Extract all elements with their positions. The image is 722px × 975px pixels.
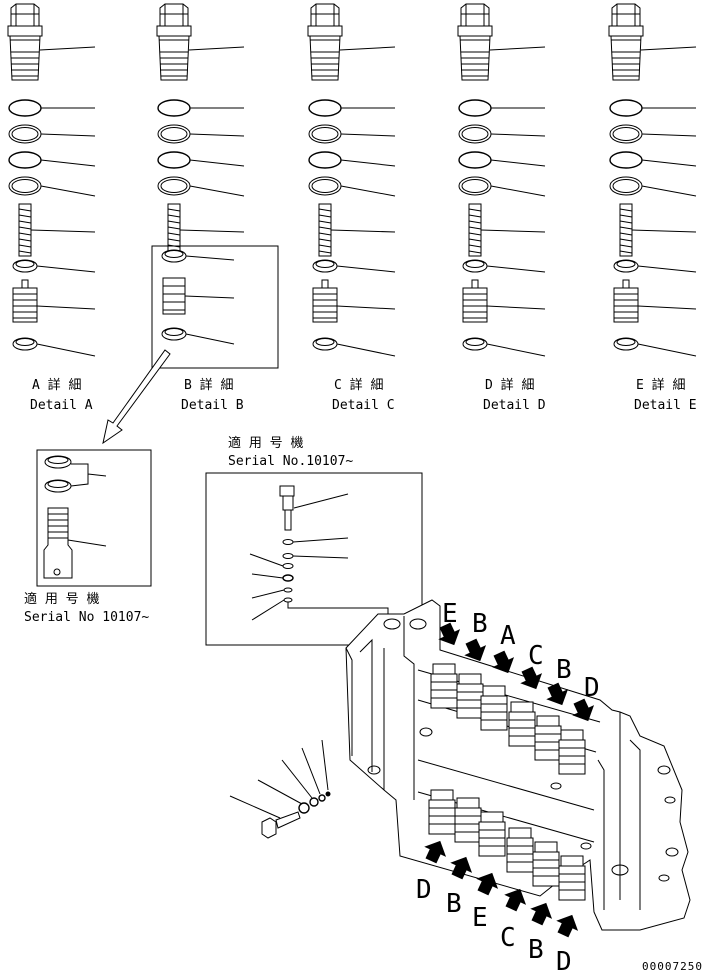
bottom-letter-3: E — [472, 903, 488, 933]
top-letter-4: C — [528, 641, 544, 671]
serial-left-jp: 適 用 号 機 — [24, 591, 99, 607]
top-letters: E B A C B D — [442, 599, 600, 703]
bottom-letter-5: B — [528, 935, 544, 965]
detail-c-jp: C 詳 細 — [334, 377, 383, 393]
detail-b-box — [151, 245, 279, 369]
top-letter-3: A — [500, 621, 516, 651]
detail-b-en: Detail B — [181, 398, 244, 413]
detail-b-callout-arrow — [102, 349, 171, 445]
bottom-letter-2: B — [446, 889, 462, 919]
detail-column-d — [457, 3, 546, 357]
serial-box-left — [36, 449, 152, 587]
detail-labels: A 詳 細 Detail A B 詳 細 Detail B C 詳 細 Deta… — [30, 377, 697, 413]
detail-b-jp: B 詳 細 — [184, 377, 233, 393]
detail-column-b — [156, 3, 245, 345]
detail-column-c — [307, 3, 396, 357]
detail-column-a — [7, 3, 96, 357]
serial-left-en: Serial No 10107~ — [24, 610, 149, 625]
bottom-letter-4: C — [500, 923, 516, 953]
bottom-letter-1: D — [416, 875, 432, 905]
top-letter-2: B — [472, 609, 488, 639]
detail-e-en: Detail E — [634, 398, 697, 413]
drawing-number: 00007250 — [642, 960, 703, 973]
serial-mid-jp: 適 用 号 機 — [228, 435, 303, 451]
bottom-letters: D B E C B D — [416, 875, 572, 975]
detail-e-jp: E 詳 細 — [636, 377, 685, 393]
serial-mid-en: Serial No.10107~ — [228, 454, 353, 469]
detail-c-en: Detail C — [332, 398, 395, 413]
bottom-letter-6: D — [556, 947, 572, 975]
top-letter-1: E — [442, 599, 458, 629]
top-letter-6: D — [584, 673, 600, 703]
detail-column-e — [608, 3, 697, 357]
detail-d-jp: D 詳 細 — [485, 377, 534, 393]
detail-a-jp: A 詳 細 — [32, 377, 81, 393]
top-letter-5: B — [556, 655, 572, 685]
serial-box-mid — [205, 472, 423, 646]
control-valve-body — [345, 599, 691, 931]
side-plug-assembly — [229, 739, 331, 839]
detail-d-en: Detail D — [483, 398, 546, 413]
detail-a-en: Detail A — [30, 398, 93, 413]
